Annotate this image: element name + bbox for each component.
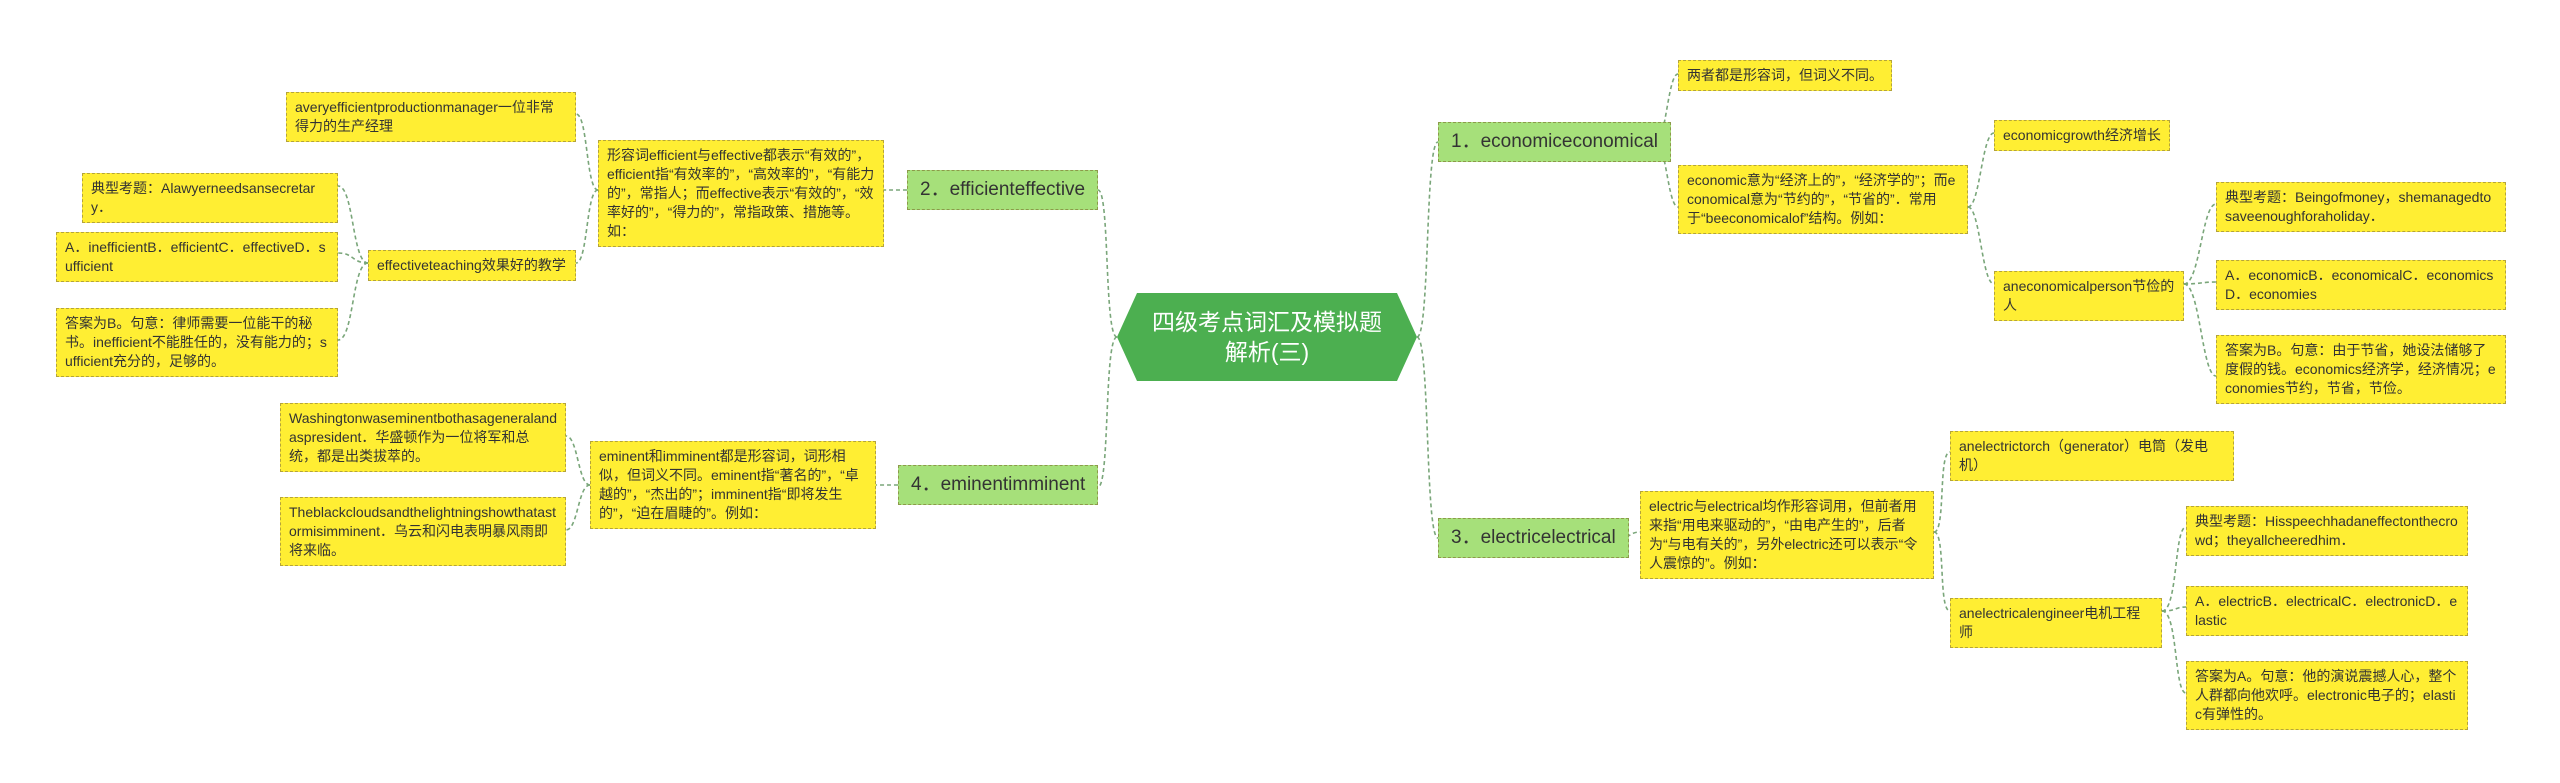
b3-exam-options[interactable]: A．electricB．electricalC．electronicD．elas… xyxy=(2186,586,2468,636)
b1-example-person[interactable]: aneconomicalperson节俭的人 xyxy=(1994,271,2184,321)
b2-example-teaching[interactable]: effectiveteaching效果好的教学 xyxy=(368,250,576,281)
link-b2n1-n3 xyxy=(575,189,599,264)
link-b1n4-n5 xyxy=(2183,203,2217,285)
link-b3n1-n2 xyxy=(1933,451,1951,533)
link-b3n1-n3 xyxy=(1933,531,1951,612)
b2-note-meaning[interactable]: 形容词efficient与effective都表示“有效的”，efficient… xyxy=(598,140,884,247)
b1-exam-options[interactable]: A．economicB．economicalC．economicsD．econo… xyxy=(2216,260,2506,310)
link-b1n2-n4 xyxy=(1967,206,1995,285)
b2-exam-answer[interactable]: 答案为B。句意：律师需要一位能干的秘书。inefficient不能胜任的，没有能… xyxy=(56,308,338,377)
link-b1n4-n6 xyxy=(2183,281,2217,285)
branch-electric[interactable]: 3．electricelectrical xyxy=(1438,518,1629,558)
link-root-b2 xyxy=(1097,189,1118,338)
b3-exam-answer[interactable]: 答案为A。句意：他的演说震撼人心，整个人群都向他欢呼。electronic电子的… xyxy=(2186,661,2468,730)
b1-note-meaning[interactable]: economic意为“经济上的”，“经济学的”；而economical意为“节约… xyxy=(1678,165,1968,234)
b4-note-meaning[interactable]: eminent和imminent都是形容词，词形相似，但词义不同。eminent… xyxy=(590,441,876,529)
b3-example-torch[interactable]: anelectrictorch（generator）电筒（发电机） xyxy=(1950,431,2234,481)
b2-example-manager[interactable]: averyefficientproductionmanager一位非常得力的生产… xyxy=(286,92,576,142)
b3-note-meaning[interactable]: electric与electrical均作形容词用，但前者用来指“用电来驱动的”… xyxy=(1640,491,1934,579)
link-b1n4-n7 xyxy=(2183,283,2217,377)
link-b2n3-n5 xyxy=(337,252,369,264)
b4-example-washington[interactable]: Washingtonwaseminentbothasageneralandasp… xyxy=(280,403,566,472)
link-root-b3 xyxy=(1416,336,1439,539)
link-b1n2-n3 xyxy=(1967,132,1995,208)
link-b3n3-n5 xyxy=(2161,606,2187,612)
b1-exam-question[interactable]: 典型考题：Beingofmoney，shemanagedtosaveenough… xyxy=(2216,182,2506,232)
root-topic[interactable]: 四级考点词汇及模拟题解析(三) xyxy=(1117,293,1417,381)
link-b2n3-n4 xyxy=(337,185,369,264)
b2-exam-options[interactable]: A．inefficientB．efficientC．effectiveD．suf… xyxy=(56,232,338,282)
link-b3n3-n6 xyxy=(2161,610,2187,694)
b1-example-growth[interactable]: economicgrowth经济增长 xyxy=(1994,120,2170,151)
b1-note-both-adjectives[interactable]: 两者都是形容词，但词义不同。 xyxy=(1678,60,1892,91)
branch-eminent[interactable]: 4．eminentimminent xyxy=(898,465,1099,505)
branch-efficient[interactable]: 2．efficienteffective xyxy=(907,170,1099,210)
link-root-b1 xyxy=(1416,141,1439,338)
link-b2n3-n6 xyxy=(337,262,369,341)
link-b4n1-n2 xyxy=(565,435,591,486)
link-root-b4 xyxy=(1097,336,1118,488)
branch-economic[interactable]: 1．economiceconomical xyxy=(1438,122,1671,162)
b4-example-storm[interactable]: Theblackcloudsandthelightningshowthatast… xyxy=(280,497,566,566)
link-b3n3-n4 xyxy=(2161,526,2187,612)
b3-exam-question[interactable]: 典型考题：Hisspeechhadaneffectonthecrowd；they… xyxy=(2186,506,2468,556)
b3-example-engineer[interactable]: anelectricalengineer电机工程师 xyxy=(1950,598,2162,648)
b1-exam-answer[interactable]: 答案为B。句意：由于节省，她设法储够了度假的钱。economics经济学，经济情… xyxy=(2216,335,2506,404)
b2-exam-question[interactable]: 典型考题：Alawyerneedsansecretary． xyxy=(82,173,338,223)
link-b4n1-n3 xyxy=(565,484,591,531)
link-b2n1-n2 xyxy=(575,113,599,191)
